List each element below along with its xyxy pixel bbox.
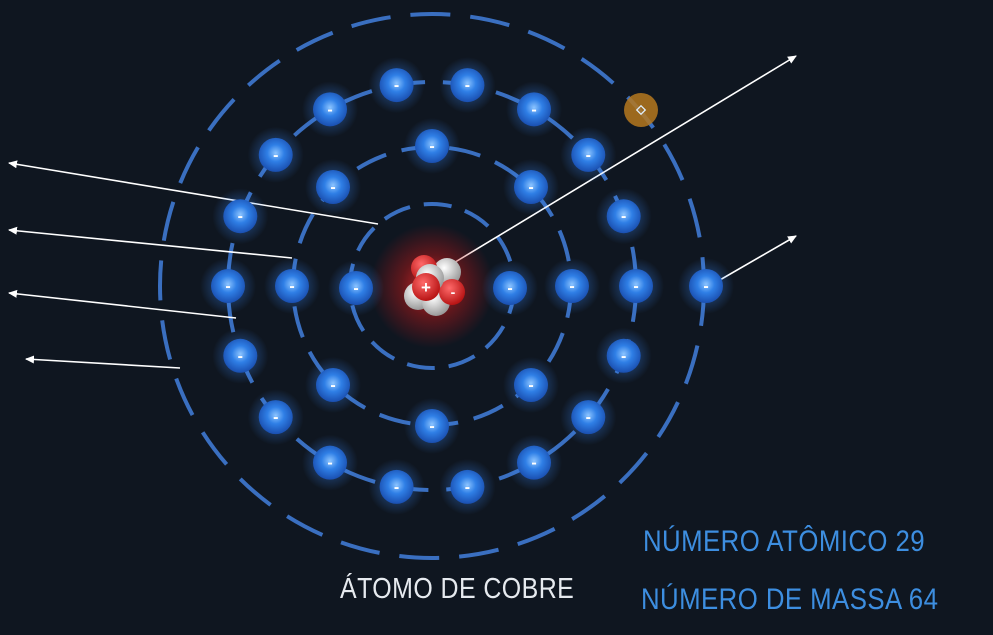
pointer-arrow-shell-3: [8, 160, 379, 225]
electron-minus-symbol: -: [273, 409, 278, 426]
electron-minus-symbol: -: [238, 348, 243, 365]
electron-minus-symbol: -: [327, 101, 332, 118]
diagram-title: ÁTOMO DE COBRE: [340, 573, 575, 605]
electron-minus-symbol: -: [327, 455, 332, 472]
electron-shell-2: -: [404, 398, 460, 454]
electron-minus-symbol: -: [289, 278, 294, 295]
electron-shell-2: -: [502, 356, 559, 413]
electron-shell-3: -: [200, 258, 256, 314]
electron-minus-symbol: -: [273, 147, 278, 164]
electron-shell-2: -: [544, 258, 600, 314]
electron-shell-1: -: [328, 260, 384, 316]
electron-minus-symbol: -: [465, 77, 470, 94]
proton-minus-symbol: -: [451, 284, 456, 300]
electron-shell-3: -: [506, 81, 562, 138]
electron-minus-symbol: -: [353, 280, 358, 297]
electron-minus-symbol: -: [465, 479, 470, 496]
electron-minus-symbol: -: [330, 179, 335, 196]
electron-shell-3: -: [595, 188, 652, 245]
electron-minus-symbol: -: [528, 179, 533, 196]
mouse-cursor-icon: [624, 93, 658, 127]
electron-minus-symbol: -: [703, 278, 708, 295]
electron-shell-3: -: [302, 81, 358, 138]
electron-shell-3: -: [368, 57, 425, 114]
electron-shell-3: -: [560, 389, 617, 446]
proton-plus-symbol: +: [421, 278, 431, 297]
electron-minus-symbol: -: [225, 278, 230, 295]
electron-shell-3: -: [439, 458, 496, 515]
proton: [439, 279, 465, 305]
electron-minus-symbol: -: [330, 377, 335, 394]
electron-minus-symbol: -: [507, 280, 512, 297]
electron-shell-1: -: [482, 260, 538, 316]
electron-shell-3: -: [212, 327, 269, 384]
proton: [412, 273, 440, 301]
electron-minus-symbol: -: [528, 377, 533, 394]
nucleus: + -: [370, 224, 494, 348]
electron-shell-2: -: [305, 159, 362, 216]
pointer-arrow-shell-4: [25, 355, 181, 369]
electron-minus-symbol: -: [569, 278, 574, 295]
electron-minus-symbol: -: [586, 409, 591, 426]
pointer-arrow-nucleus: [451, 55, 797, 265]
electron-shell-3: -: [439, 57, 496, 114]
electron-minus-symbol: -: [621, 348, 626, 365]
electron-minus-symbol: -: [429, 418, 434, 435]
electron-shell-3: -: [247, 389, 304, 446]
electron-minus-symbol: -: [586, 147, 591, 164]
electron-shell-2: -: [502, 159, 559, 216]
electron-minus-symbol: -: [394, 479, 399, 496]
electron-shell-3: -: [595, 327, 652, 384]
electron-minus-symbol: -: [633, 278, 638, 295]
electron-shell-3: -: [608, 258, 664, 314]
mass-number-label: NÚMERO DE MASSA 64: [641, 583, 939, 616]
electron-shell-3: -: [212, 188, 269, 245]
atomic-number-label: NÚMERO ATÔMICO 29: [643, 525, 926, 558]
electron-minus-symbol: -: [238, 208, 243, 225]
electron-shell-4: -: [678, 258, 734, 314]
electron-shell-3: -: [506, 434, 562, 491]
pointer-arrow-shell-1: [8, 289, 237, 319]
electron-shell-3: -: [302, 434, 358, 491]
electron-minus-symbol: -: [531, 101, 536, 118]
electron-minus-symbol: -: [429, 138, 434, 155]
electron-shell-2: -: [404, 118, 460, 174]
electron-shell-3: -: [368, 458, 425, 515]
electron-minus-symbol: -: [394, 77, 399, 94]
electron-minus-symbol: -: [531, 455, 536, 472]
pointer-arrow-shell-2: [8, 226, 293, 259]
electron-shell-3: -: [560, 126, 617, 183]
electron-shell-2: -: [305, 356, 362, 413]
electron-shell-2: -: [264, 258, 320, 314]
electron-minus-symbol: -: [621, 208, 626, 225]
electron-shell-3: -: [247, 126, 304, 183]
